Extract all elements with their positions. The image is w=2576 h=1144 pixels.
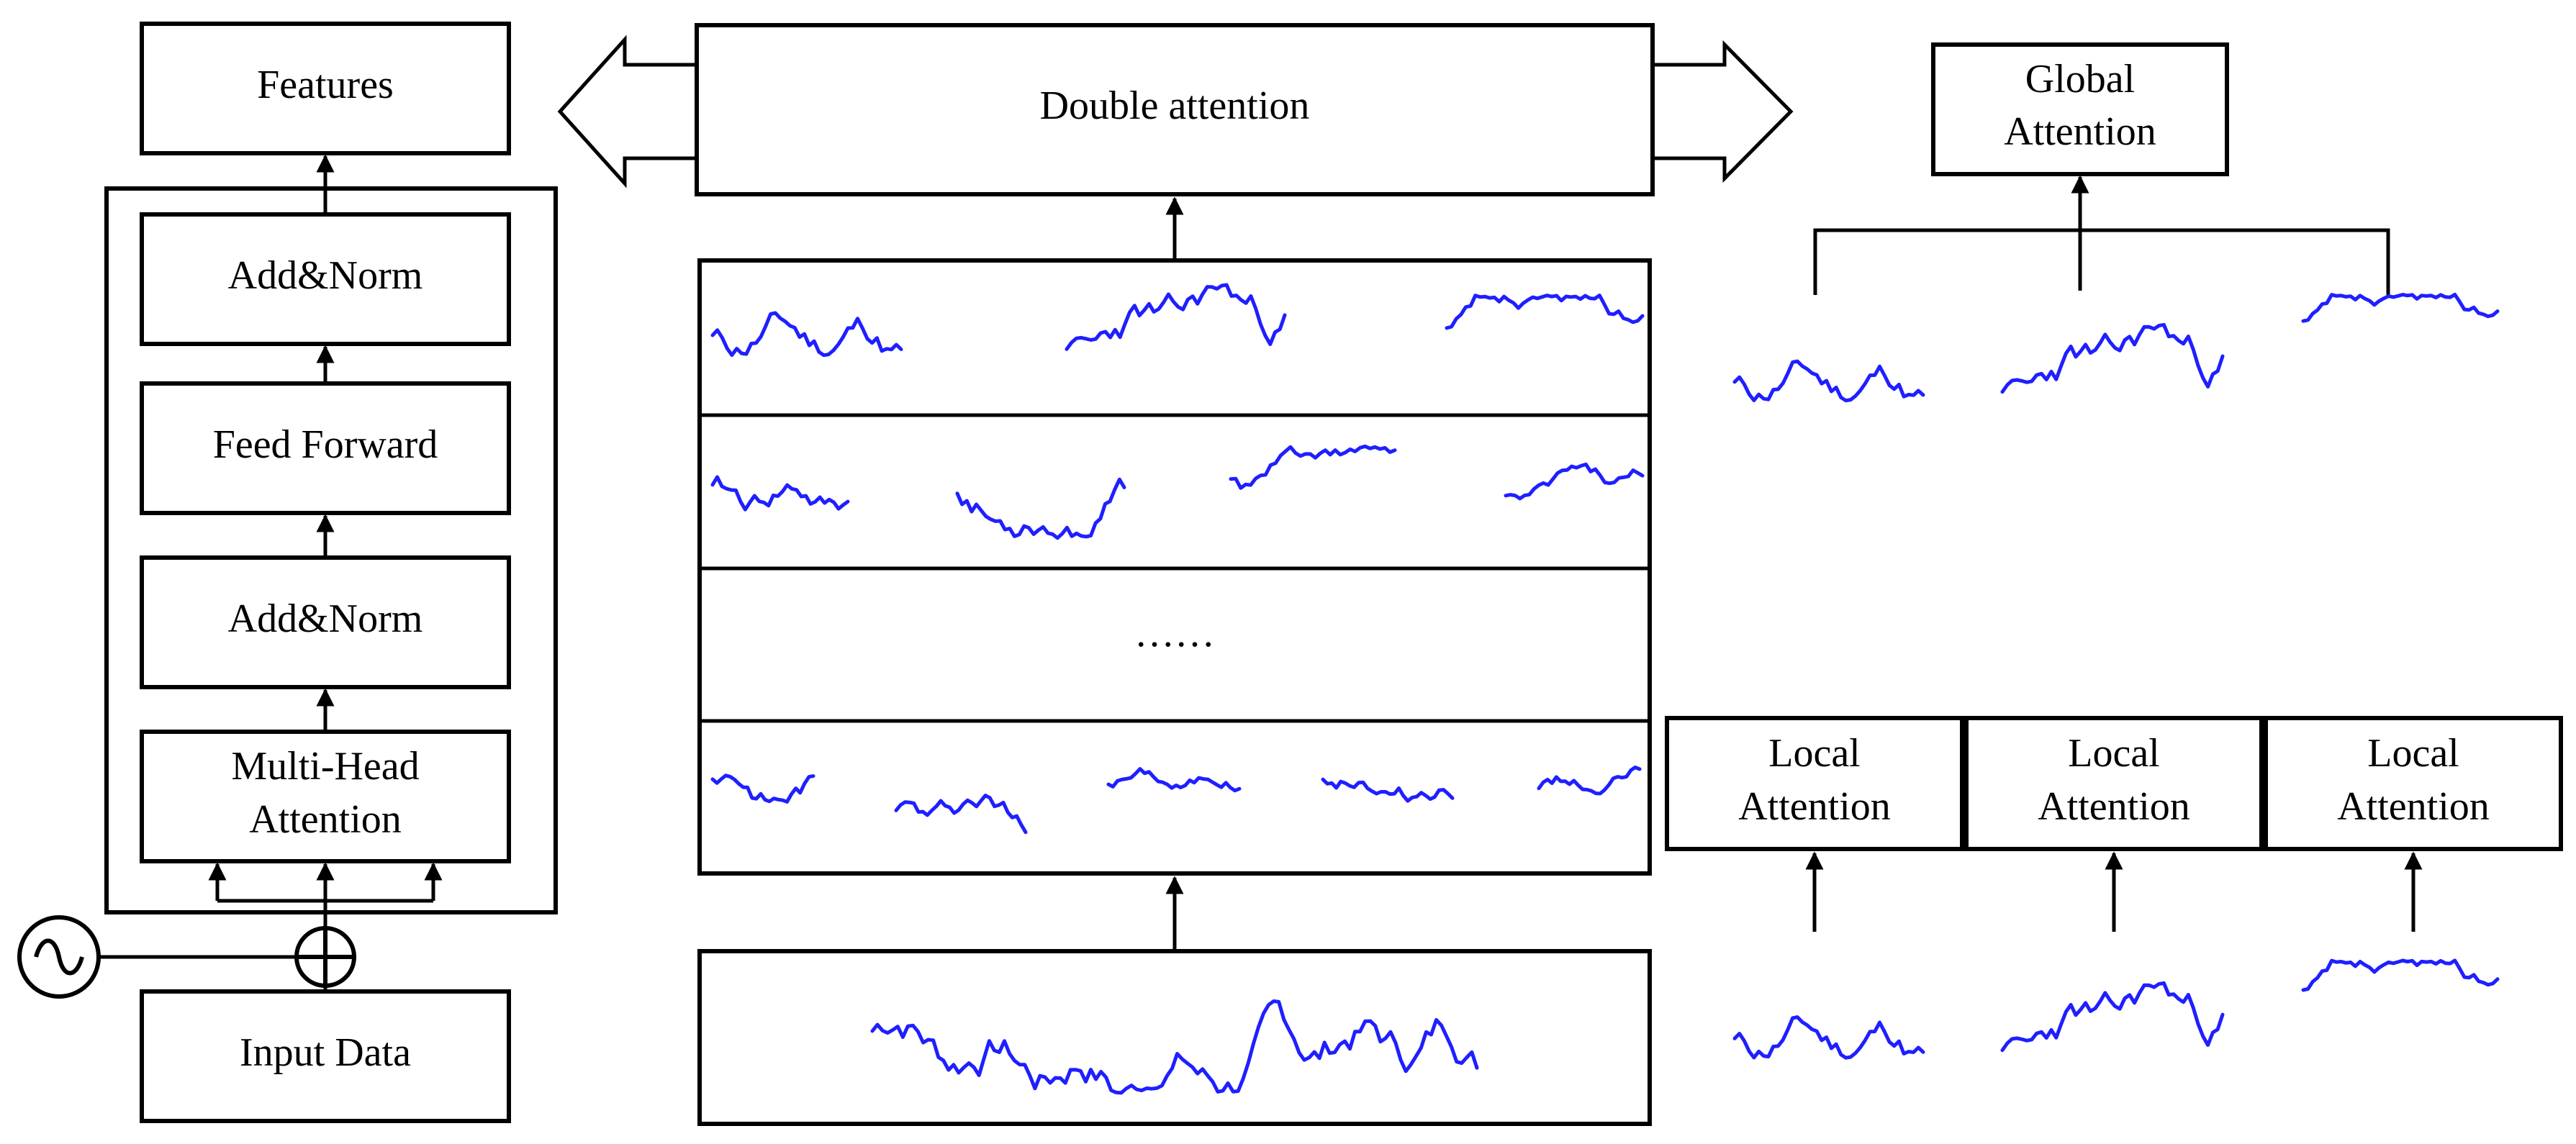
mha-label-line1: Multi-Head bbox=[231, 744, 419, 789]
double-attention-label: Double attention bbox=[1040, 83, 1310, 128]
row4-segment-1-waveform bbox=[710, 773, 815, 804]
input-data-box bbox=[140, 989, 511, 1123]
multi-head-attention-box bbox=[140, 730, 511, 863]
local-segment-1-waveform bbox=[1732, 1015, 1925, 1060]
hollow-arrow-right bbox=[1650, 40, 1794, 183]
circled-plus-icon bbox=[294, 926, 356, 988]
hollow-arrow-left bbox=[557, 35, 699, 189]
local-attention-2-line2: Attention bbox=[2038, 784, 2190, 829]
global-segment-2-waveform bbox=[2000, 322, 2225, 394]
local-attention-box-2 bbox=[1964, 716, 2264, 851]
global-segment-3-waveform bbox=[2301, 292, 2500, 323]
features-box bbox=[140, 22, 511, 155]
ellipsis-label: …… bbox=[1134, 611, 1215, 655]
mha-label-line2: Attention bbox=[249, 797, 402, 842]
transformer-encoder: Features Add&Norm Feed Forward Add&Norm … bbox=[17, 22, 558, 1123]
add-norm-top-label: Add&Norm bbox=[228, 253, 423, 298]
global-merge-bracket bbox=[1813, 228, 2390, 295]
row1-segment-1-waveform bbox=[710, 311, 903, 358]
row4-segment-3-waveform bbox=[1106, 767, 1242, 793]
local-segment-2-waveform bbox=[2000, 981, 2225, 1053]
input-data-label: Input Data bbox=[240, 1030, 411, 1075]
row4-segment-5-waveform bbox=[1537, 766, 1642, 796]
row2-segment-2-waveform bbox=[955, 477, 1126, 540]
add-norm-bottom-label: Add&Norm bbox=[228, 596, 423, 641]
features-label: Features bbox=[257, 63, 394, 107]
row1-segment-2-waveform bbox=[1065, 283, 1287, 351]
global-attention-line1: Global bbox=[2025, 57, 2135, 101]
input-signal-waveform bbox=[870, 999, 1479, 1095]
row2-segment-3-waveform bbox=[1229, 444, 1397, 490]
row4-segment-2-waveform bbox=[894, 794, 1028, 835]
row1-segment-3-waveform bbox=[1445, 294, 1645, 330]
feed-forward-box bbox=[140, 381, 511, 515]
local-attention-box-3 bbox=[2264, 716, 2563, 851]
local-attention-2-line1: Local bbox=[2068, 731, 2159, 776]
local-attention-box-1 bbox=[1665, 716, 1964, 851]
double-attention-box bbox=[695, 23, 1655, 196]
local-attention-3-line2: Attention bbox=[2337, 784, 2490, 829]
row2-segment-1-waveform bbox=[710, 475, 850, 512]
center-column: Double attention …… bbox=[557, 23, 1794, 1126]
local-attention-1-line2: Attention bbox=[1738, 784, 1891, 829]
global-attention-box bbox=[1931, 42, 2229, 176]
global-segment-1-waveform bbox=[1732, 359, 1925, 403]
local-attention-3-line1: Local bbox=[2367, 731, 2459, 776]
row4-segment-4-waveform bbox=[1321, 777, 1455, 803]
global-attention-line2: Attention bbox=[2004, 109, 2156, 154]
row2-segment-4-waveform bbox=[1504, 462, 1645, 501]
right-column: Global Attention Local Attention Local A… bbox=[1665, 42, 2563, 1060]
local-attention-1-line1: Local bbox=[1768, 731, 1860, 776]
local-segment-3-waveform bbox=[2301, 958, 2500, 992]
sine-wave-circle-icon bbox=[17, 915, 101, 999]
add-norm-bottom-box bbox=[140, 555, 511, 689]
feed-forward-label: Feed Forward bbox=[213, 422, 438, 467]
input-series-box bbox=[697, 949, 1652, 1126]
